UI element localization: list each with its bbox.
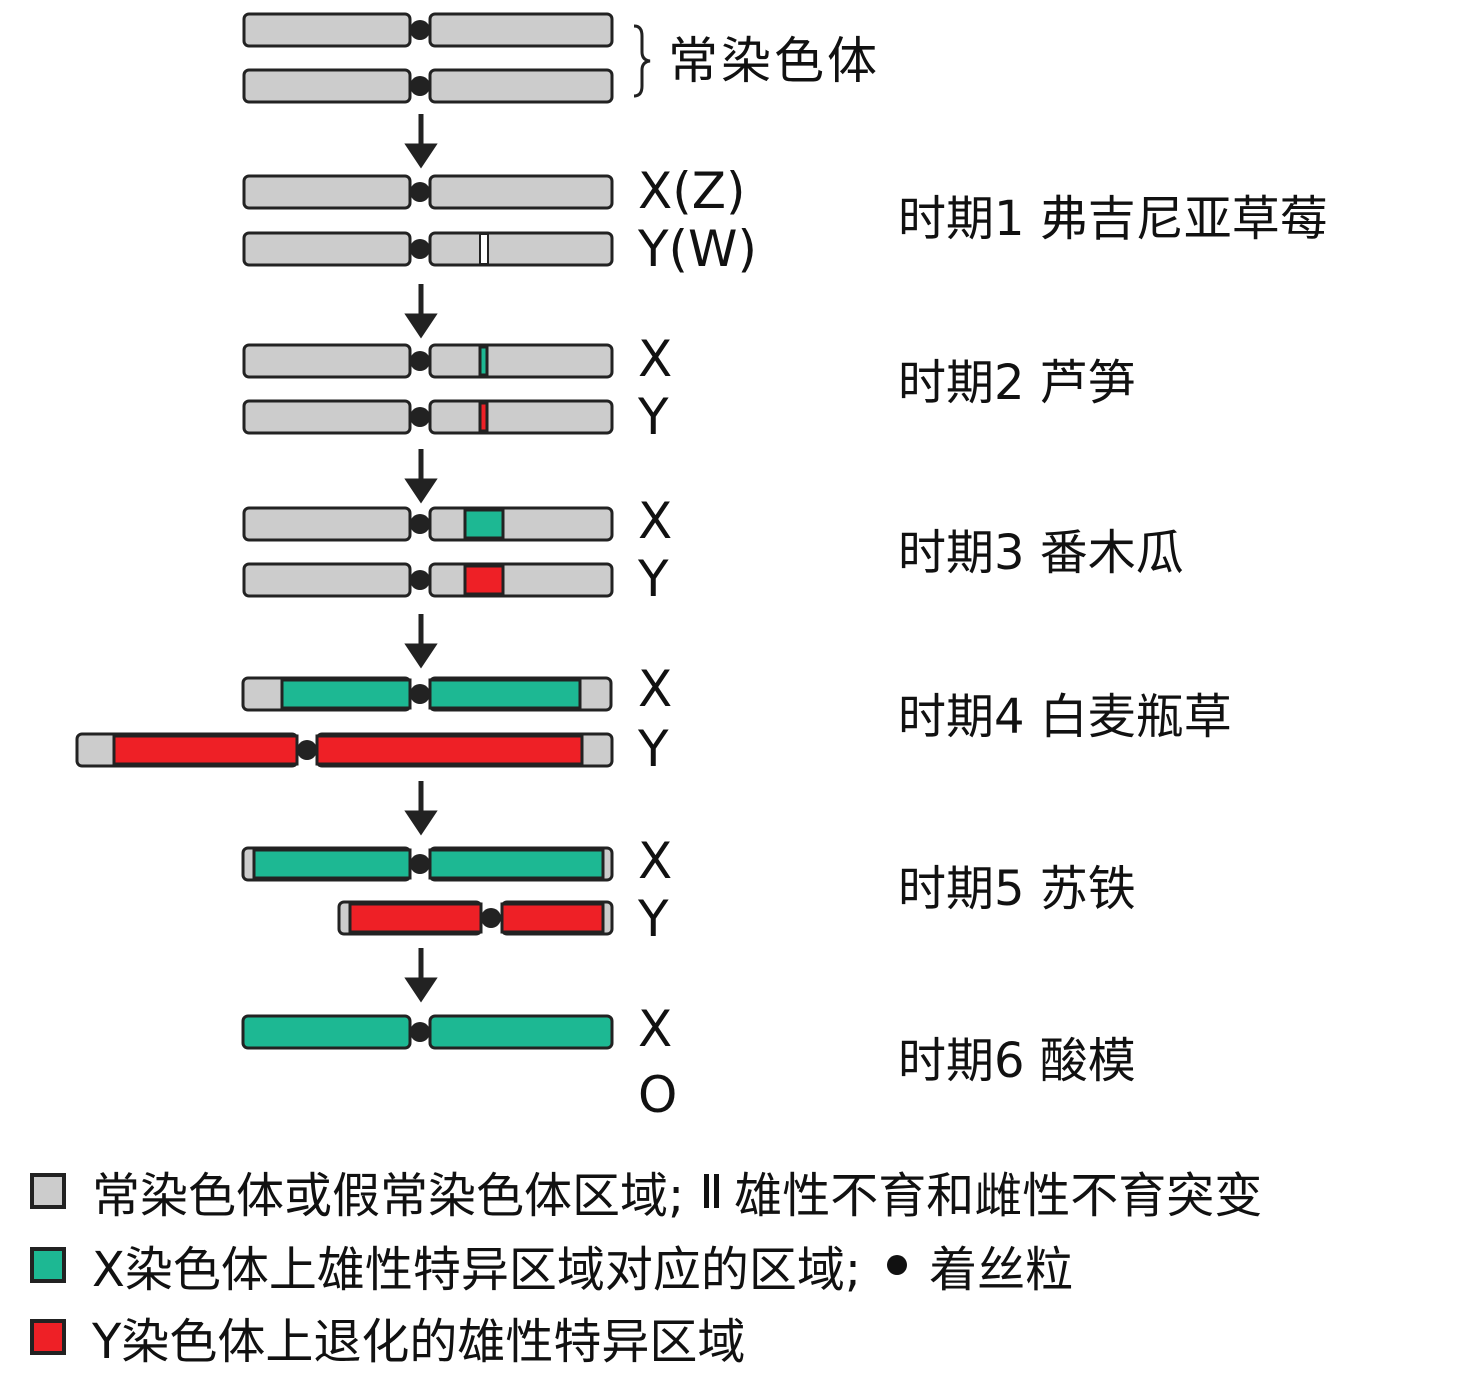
mutation-marker-icon bbox=[704, 1174, 720, 1208]
stage4-chrom2-label: Y bbox=[638, 720, 669, 778]
centromere-icon bbox=[410, 76, 430, 96]
centromere-icon bbox=[410, 1022, 430, 1042]
stage3-x-specific-region bbox=[463, 508, 505, 540]
centromere-icon bbox=[410, 407, 430, 427]
mutation-marker-icon bbox=[479, 233, 489, 265]
autosome-2-left-arm bbox=[242, 68, 412, 104]
stage4-label: 时期4 白麦瓶草 bbox=[898, 689, 1232, 745]
stage6-x-right-arm bbox=[428, 1014, 614, 1050]
stage4-chrom1-label: X bbox=[638, 660, 673, 718]
stage5-y-right-specific-region bbox=[500, 902, 605, 934]
stage2-chrom2-label: Y bbox=[638, 388, 669, 446]
stage6-chrom2-label: O bbox=[638, 1066, 678, 1124]
stage3-chrom1-label: X bbox=[638, 492, 673, 550]
stage5-y-left-specific-region bbox=[348, 902, 483, 934]
stage1-label: 时期1 弗吉尼亚草莓 bbox=[898, 191, 1328, 247]
centromere-icon bbox=[410, 514, 430, 534]
stage1-x-right-arm bbox=[428, 174, 614, 210]
stage2-y-specific-region bbox=[478, 401, 489, 433]
legend-gray-text: 常染色体或假常染色体区域; bbox=[92, 1168, 685, 1224]
stage6-label: 时期6 酸模 bbox=[898, 1033, 1136, 1089]
arrowhead-icon bbox=[404, 478, 438, 504]
centromere-icon bbox=[887, 1255, 908, 1275]
centromere-icon bbox=[410, 239, 430, 259]
stage4-y-left-specific-region bbox=[112, 734, 299, 766]
stage2-x-specific-region bbox=[478, 345, 489, 377]
stage5-chrom2-label: Y bbox=[638, 890, 669, 948]
centromere-icon bbox=[481, 908, 501, 928]
centromere-icon bbox=[410, 570, 430, 590]
centromere-icon bbox=[410, 20, 430, 40]
stage1-chrom1-label: X(Z) bbox=[638, 162, 746, 220]
arrowhead-icon bbox=[404, 977, 438, 1003]
stage5-x-right-specific-region bbox=[428, 848, 605, 880]
stage4-y-right-specific-region bbox=[315, 734, 584, 766]
autosome-2-right-arm bbox=[428, 68, 614, 104]
stage3-y-specific-region bbox=[463, 564, 505, 596]
stage2-y-left-arm bbox=[242, 399, 412, 435]
legend-row-red: Y染色体上退化的雄性特异区域 bbox=[30, 1302, 745, 1372]
stage4-x-right-specific-region bbox=[428, 678, 582, 710]
stage4-x-left-specific-region bbox=[280, 678, 412, 710]
legend-green-text: X染色体上雄性特异区域对应的区域; bbox=[92, 1242, 862, 1298]
autosome-bracket bbox=[633, 24, 651, 98]
arrowhead-icon bbox=[404, 643, 438, 669]
centromere-icon bbox=[410, 182, 430, 202]
legend-row-gray: 常染色体或假常染色体区域; 雄性不育和雌性不育突变 bbox=[30, 1156, 1262, 1226]
autosome-1-left-arm bbox=[242, 12, 412, 48]
legend-centromere-text: 着丝粒 bbox=[929, 1242, 1074, 1298]
legend-swatch-red bbox=[30, 1319, 66, 1355]
arrowhead-icon bbox=[404, 810, 438, 836]
stage5-x-left-specific-region bbox=[252, 848, 412, 880]
centromere-icon bbox=[410, 854, 430, 874]
stage2-label: 时期2 芦笋 bbox=[898, 355, 1136, 411]
stage3-label: 时期3 番木瓜 bbox=[898, 525, 1184, 581]
legend-red-text: Y染色体上退化的雄性特异区域 bbox=[92, 1314, 746, 1370]
stage2-chrom1-label: X bbox=[638, 330, 673, 388]
stage5-label: 时期5 苏铁 bbox=[898, 861, 1136, 917]
stage2-x-right-arm bbox=[428, 343, 614, 379]
stage3-x-left-arm bbox=[242, 506, 412, 542]
stage1-y-left-arm bbox=[242, 231, 412, 267]
stage5-chrom1-label: X bbox=[638, 832, 673, 890]
legend-row-green: X染色体上雄性特异区域对应的区域; 着丝粒 bbox=[30, 1230, 1073, 1300]
stage3-y-right-arm bbox=[428, 562, 614, 598]
stage3-chrom2-label: Y bbox=[638, 550, 669, 608]
centromere-icon bbox=[410, 351, 430, 371]
stage2-x-left-arm bbox=[242, 343, 412, 379]
autosome-label: 常染色体 bbox=[668, 32, 880, 90]
centromere-icon bbox=[410, 684, 430, 704]
legend-mutation-text: 雄性不育和雌性不育突变 bbox=[734, 1168, 1263, 1224]
legend-swatch-green bbox=[30, 1247, 66, 1283]
stage2-y-right-arm bbox=[428, 399, 614, 435]
arrowhead-icon bbox=[404, 143, 438, 169]
arrowhead-icon bbox=[404, 313, 438, 339]
stage6-x-left-arm bbox=[241, 1014, 412, 1050]
stage1-y-right-arm bbox=[428, 231, 614, 267]
stage3-y-left-arm bbox=[242, 562, 412, 598]
centromere-icon bbox=[297, 740, 317, 760]
stage3-x-right-arm bbox=[428, 506, 614, 542]
stage1-x-left-arm bbox=[242, 174, 412, 210]
stage1-chrom2-label: Y(W) bbox=[638, 220, 757, 278]
autosome-1-right-arm bbox=[428, 12, 614, 48]
stage6-chrom1-label: X bbox=[638, 1000, 673, 1058]
legend-swatch-gray bbox=[30, 1173, 66, 1209]
